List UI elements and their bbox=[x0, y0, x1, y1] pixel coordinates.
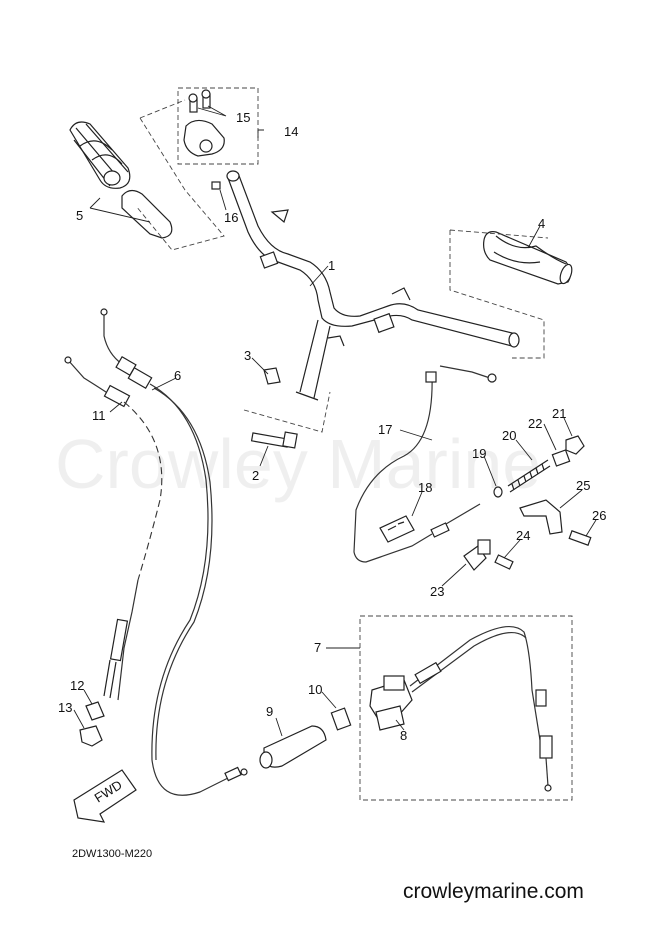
sleeve-10[interactable] bbox=[330, 707, 352, 731]
bolt-2[interactable] bbox=[250, 431, 298, 449]
callout-24: 24 bbox=[516, 528, 530, 543]
callout-8: 8 bbox=[400, 728, 407, 743]
nut-21[interactable] bbox=[565, 435, 585, 455]
site-url: crowleymarine.com bbox=[403, 880, 584, 903]
diagram-code: 2DW1300-M220 bbox=[72, 848, 153, 860]
callout-26: 26 bbox=[592, 508, 606, 523]
callout-25: 25 bbox=[576, 478, 590, 493]
nut-16[interactable] bbox=[211, 181, 221, 190]
brake-cable-7[interactable] bbox=[409, 625, 553, 792]
callout-21: 21 bbox=[552, 406, 566, 421]
throttle-cable[interactable] bbox=[100, 308, 248, 796]
callout-19: 19 bbox=[472, 446, 486, 461]
callout-17: 17 bbox=[378, 422, 392, 437]
watermark-text: Crowley Marine bbox=[55, 425, 541, 503]
washer-19[interactable] bbox=[493, 486, 503, 498]
grip-9[interactable] bbox=[259, 725, 327, 769]
callout-20: 20 bbox=[502, 428, 516, 443]
callout-15: 15 bbox=[236, 110, 250, 125]
callout-2: 2 bbox=[252, 468, 259, 483]
bolt-26[interactable] bbox=[568, 530, 592, 546]
callout-10: 10 bbox=[308, 682, 322, 697]
callout-14: 14 bbox=[284, 124, 298, 139]
cable-17[interactable] bbox=[353, 365, 497, 563]
handlebar[interactable] bbox=[226, 170, 520, 401]
bolt-24[interactable] bbox=[494, 554, 514, 570]
callout-5: 5 bbox=[76, 208, 83, 223]
brake-cable[interactable] bbox=[64, 356, 163, 701]
callout-11: 11 bbox=[92, 408, 106, 423]
throttle-housing[interactable] bbox=[183, 89, 225, 157]
callout-7: 7 bbox=[314, 640, 321, 655]
callout-4: 4 bbox=[538, 216, 545, 231]
callout-13: 13 bbox=[58, 700, 72, 715]
right-grip[interactable] bbox=[483, 231, 575, 285]
brake-lever-8[interactable] bbox=[369, 675, 413, 731]
nut-13[interactable] bbox=[79, 725, 103, 747]
callout-22: 22 bbox=[528, 416, 542, 431]
spring-20[interactable] bbox=[507, 459, 551, 493]
callout-23: 23 bbox=[430, 584, 444, 599]
adjuster-12[interactable] bbox=[85, 701, 105, 721]
callout-3: 3 bbox=[244, 348, 251, 363]
bracket-18[interactable] bbox=[379, 515, 415, 543]
left-grip[interactable] bbox=[69, 121, 173, 239]
bracket-23[interactable] bbox=[463, 539, 491, 571]
plate-25[interactable] bbox=[519, 499, 563, 535]
callout-16: 16 bbox=[224, 210, 238, 225]
callout-6: 6 bbox=[174, 368, 181, 383]
collar-22[interactable] bbox=[551, 449, 571, 467]
callout-12: 12 bbox=[70, 678, 84, 693]
callout-9: 9 bbox=[266, 704, 273, 719]
callout-1: 1 bbox=[328, 258, 335, 273]
fwd-arrow: FWD bbox=[73, 769, 137, 823]
callout-18: 18 bbox=[418, 480, 432, 495]
clamp-3[interactable] bbox=[263, 367, 281, 385]
